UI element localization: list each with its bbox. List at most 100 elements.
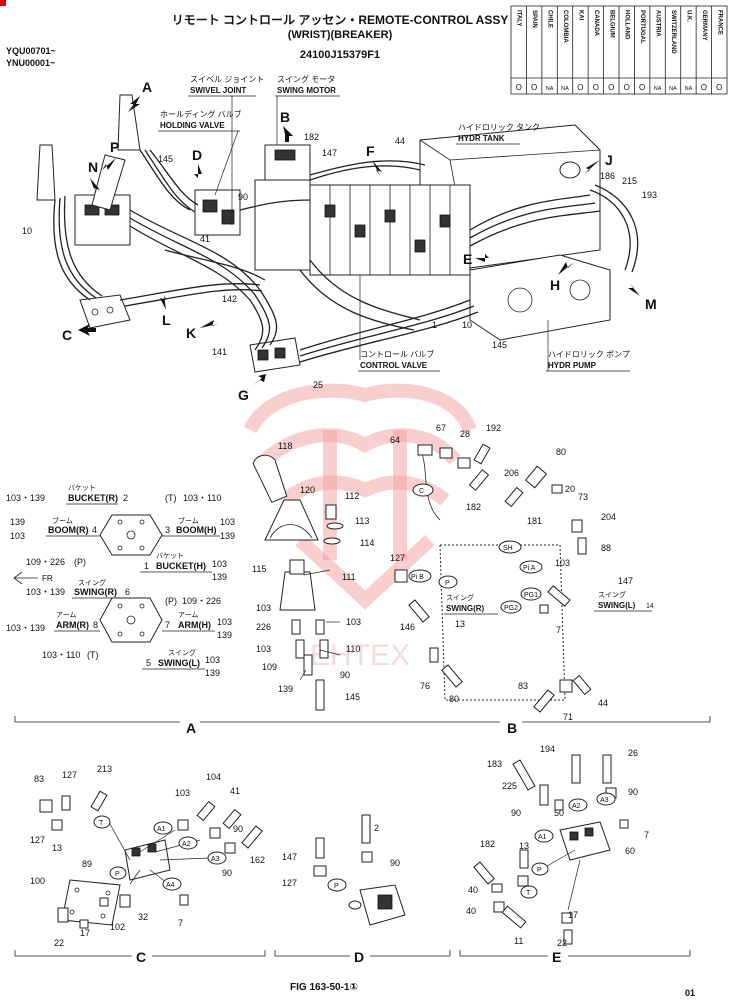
figure-number: FIG 163-50-1①: [290, 982, 358, 993]
svg-text:C: C: [62, 327, 72, 343]
svg-text:スイング: スイング: [78, 578, 106, 587]
country-mark: O: [701, 83, 707, 92]
svg-text:T: T: [99, 820, 104, 827]
swivel-joint-label: SWIVEL JOINT: [190, 86, 246, 95]
svg-text:90: 90: [340, 670, 350, 680]
country-name: U.K.: [685, 10, 691, 22]
country-name: KAI: [577, 10, 583, 21]
corner-mark: [0, 0, 6, 6]
control-valve-label: CONTROL VALVE: [360, 361, 428, 370]
svg-text:スイング: スイング: [168, 648, 196, 657]
svg-text:22: 22: [54, 938, 64, 948]
svg-text:103: 103: [217, 617, 232, 627]
svg-text:D: D: [192, 147, 202, 163]
svg-text:A1: A1: [157, 826, 166, 833]
svg-text:139: 139: [205, 668, 220, 678]
svg-text:110: 110: [346, 644, 360, 654]
svg-text:13: 13: [519, 841, 529, 851]
svg-text:162: 162: [250, 855, 265, 865]
svg-text:103: 103: [346, 617, 361, 627]
svg-text:90: 90: [222, 868, 232, 878]
svg-text:80: 80: [556, 447, 566, 457]
svg-text:192: 192: [486, 423, 501, 433]
svg-text:103・139: 103・139: [6, 623, 45, 633]
svg-text:147: 147: [322, 148, 337, 158]
svg-text:103: 103: [256, 603, 271, 613]
serial-2: YNU00001~: [6, 58, 55, 68]
section-label-d: D: [354, 949, 364, 965]
swing-l-label: SWING(L): [598, 601, 636, 610]
svg-text:G: G: [238, 387, 249, 403]
serial-1: YQU00701~: [6, 46, 56, 56]
svg-text:SH: SH: [503, 545, 513, 552]
svg-text:139: 139: [10, 517, 25, 527]
svg-text:204: 204: [601, 512, 616, 522]
front-indicator: FR: [42, 574, 53, 583]
section-b-exploded: C SH Pi B P Pi A PG1 PG2 スイング SWING(R) ス…: [390, 423, 654, 722]
svg-text:109・226: 109・226: [182, 596, 221, 606]
svg-text:バケット: バケット: [156, 552, 184, 560]
pattern-bucket-h: BUCKET(H): [156, 561, 206, 571]
svg-text:41: 41: [230, 786, 240, 796]
section-label-c: C: [136, 949, 146, 965]
svg-text:109・226: 109・226: [26, 557, 65, 567]
svg-text:111: 111: [342, 572, 356, 582]
header: リモート コントロール アッセン・REMOTE-CONTROL ASSY (WR…: [0, 0, 508, 68]
svg-text:145: 145: [158, 154, 173, 164]
svg-text:アーム: アーム: [178, 611, 198, 619]
swing-motor-label: SWING MOTOR: [277, 86, 336, 95]
pattern-swing-r: SWING(R): [74, 587, 117, 597]
sheet-number: 01: [685, 988, 695, 998]
country-mark: NA: [685, 86, 693, 92]
svg-text:76: 76: [420, 681, 430, 691]
svg-text:115: 115: [252, 564, 266, 574]
svg-text:C: C: [419, 488, 424, 495]
country-name: AUSTRIA: [655, 10, 661, 37]
section-d-exploded: P 2 147 90 127: [282, 814, 406, 926]
svg-text:J: J: [605, 152, 613, 168]
section-a-exploded: 118 120 112 113 114 115 111 103 226 103 …: [252, 441, 374, 711]
section-label-b: B: [507, 720, 517, 736]
left-control-stand: [36, 94, 141, 246]
svg-text:13: 13: [455, 619, 465, 629]
svg-text:ホールディング バルブ: ホールディング バルブ: [160, 109, 242, 119]
country-mark: NA: [561, 86, 569, 92]
svg-text:4: 4: [92, 525, 97, 535]
country-mark: O: [639, 83, 645, 92]
svg-text:40: 40: [468, 885, 478, 895]
svg-text:186: 186: [600, 171, 615, 181]
svg-text:ブーム: ブーム: [52, 516, 73, 525]
svg-text:2: 2: [123, 493, 128, 503]
svg-text:28: 28: [460, 429, 470, 439]
country-name: BELGIUM: [608, 10, 614, 38]
svg-text:26: 26: [628, 748, 638, 758]
country-mark: NA: [546, 86, 554, 92]
manifold-g: [249, 337, 301, 373]
svg-text:(P): (P): [165, 596, 177, 606]
subtitle: (WRIST)(BREAKER): [288, 29, 393, 41]
svg-text:127: 127: [390, 553, 405, 563]
title: リモート コントロール アッセン・REMOTE-CONTROL ASSY: [172, 13, 509, 27]
pattern-bucket-r: BUCKET(R): [68, 493, 118, 503]
svg-text:139: 139: [212, 572, 227, 582]
svg-text:90: 90: [390, 858, 400, 868]
svg-text:M: M: [645, 296, 657, 312]
svg-text:103: 103: [220, 517, 235, 527]
svg-text:139: 139: [278, 684, 293, 694]
svg-text:182: 182: [304, 132, 319, 142]
svg-text:90: 90: [511, 808, 521, 818]
svg-text:147: 147: [282, 852, 297, 862]
svg-text:193: 193: [642, 190, 657, 200]
svg-text:112: 112: [345, 491, 359, 501]
svg-text:113: 113: [355, 516, 369, 526]
section-label-e: E: [552, 949, 561, 965]
footer: FIG 163-50-1① 01: [290, 982, 695, 998]
svg-text:83: 83: [34, 774, 44, 784]
svg-text:182: 182: [480, 839, 495, 849]
svg-text:139: 139: [220, 531, 235, 541]
svg-text:127: 127: [30, 835, 45, 845]
svg-text:7: 7: [165, 620, 170, 630]
svg-text:103: 103: [256, 644, 271, 654]
svg-text:109: 109: [262, 662, 277, 672]
svg-text:80: 80: [449, 694, 459, 704]
